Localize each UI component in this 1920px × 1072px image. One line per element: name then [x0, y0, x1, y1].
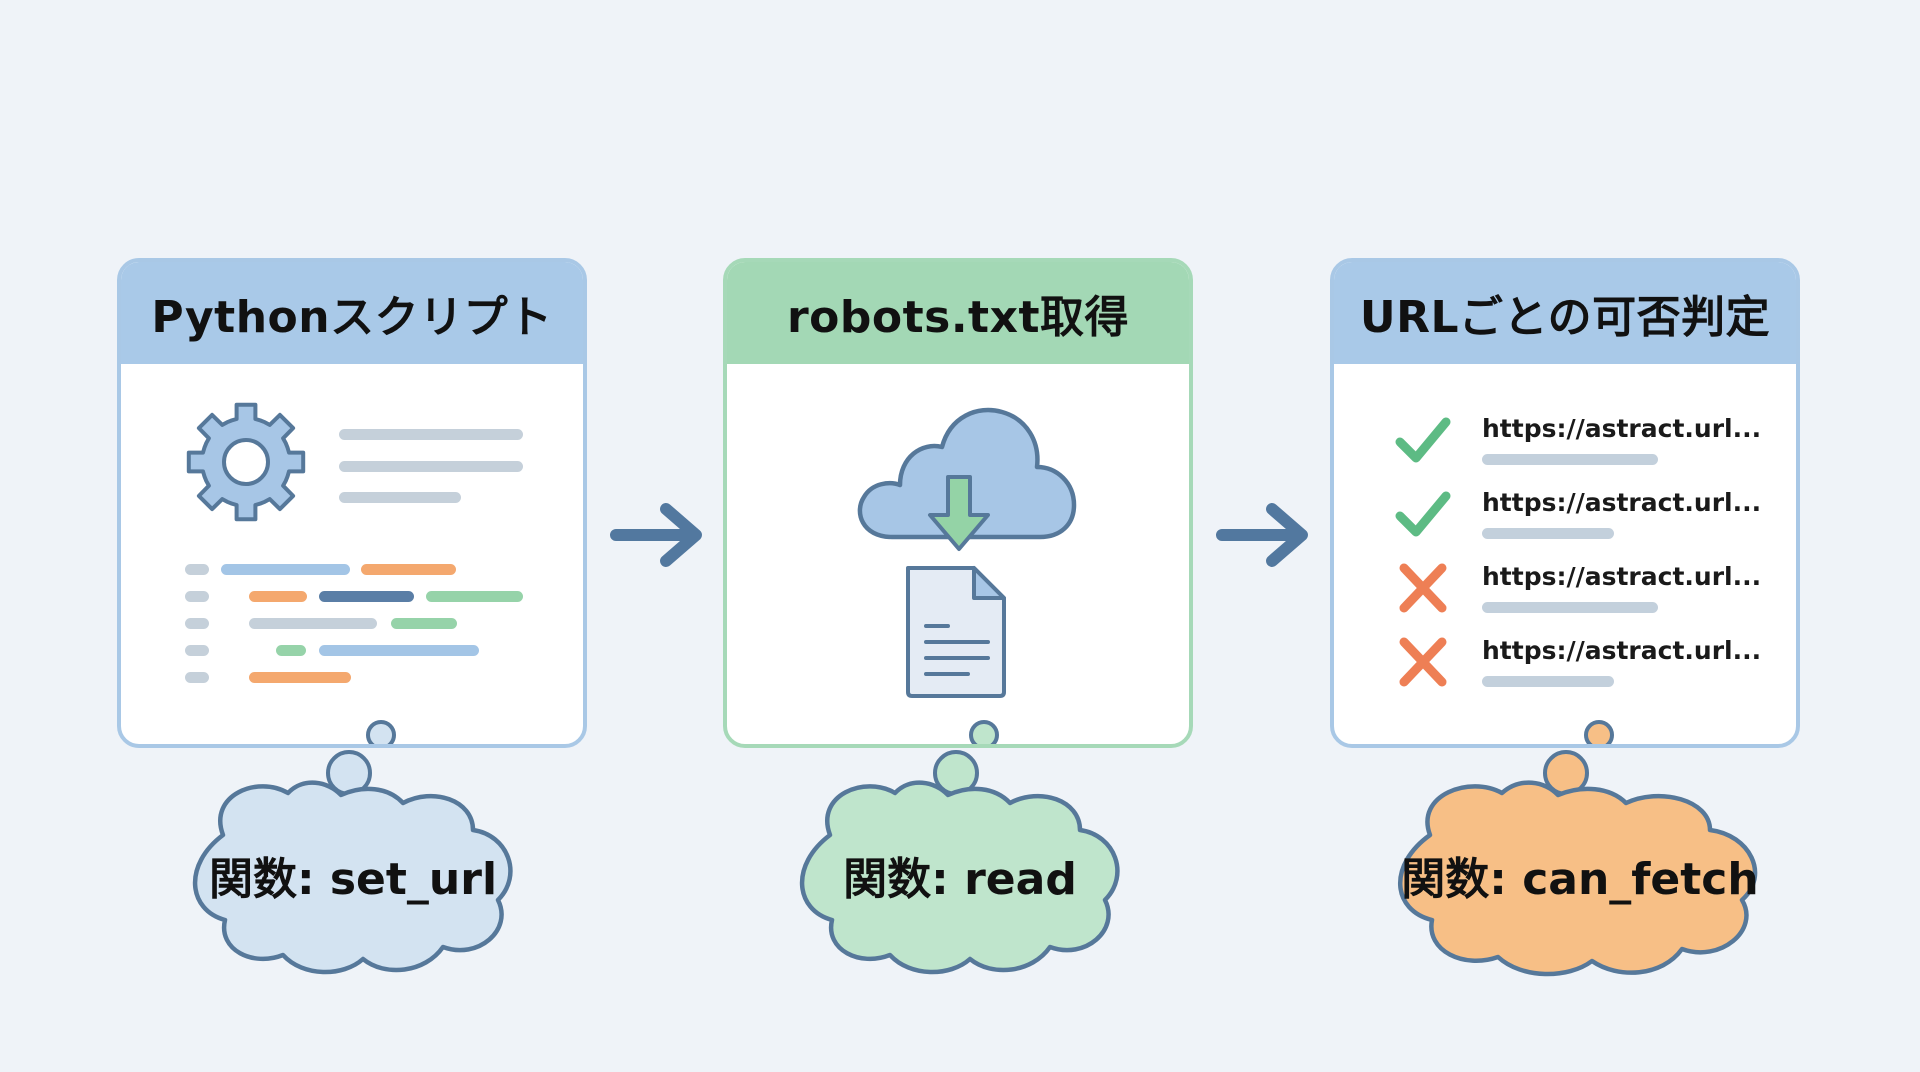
url-list-item: https://astract.url...: [1394, 636, 1774, 696]
text-line-placeholder: [339, 461, 523, 472]
url-text: https://astract.url...: [1482, 636, 1762, 665]
check-icon: [1395, 491, 1451, 537]
check-icon: [1395, 417, 1451, 463]
function-cloud-read: 関数: read: [770, 715, 1150, 985]
function-label: 関数: read: [843, 854, 1077, 905]
function-cloud-set-url: 関数: set_url: [163, 715, 543, 985]
url-list-item: https://astract.url...: [1394, 414, 1774, 474]
thought-bubble-dot: [366, 720, 396, 744]
function-cloud-can-fetch: 関数: can_fetch: [1370, 715, 1790, 985]
url-text: https://astract.url...: [1482, 414, 1762, 443]
url-detail-placeholder: [1482, 602, 1658, 613]
url-detail-placeholder: [1482, 454, 1658, 465]
url-text: https://astract.url...: [1482, 488, 1762, 517]
step-panel-robots-fetch: robots.txt取得: [723, 258, 1193, 748]
cloud-download-icon: [857, 407, 1077, 551]
text-line-placeholder: [339, 429, 523, 440]
cross-icon: [1399, 637, 1447, 687]
step-panel-python-script: Pythonスクリプト: [117, 258, 587, 748]
panel-title: robots.txt取得: [727, 262, 1189, 364]
url-list-item: https://astract.url...: [1394, 488, 1774, 548]
thought-cloud-shape: [192, 750, 513, 975]
step-panel-url-check: URLごとの可否判定 https://astract.url... https:…: [1330, 258, 1800, 748]
url-list-item: https://astract.url...: [1394, 562, 1774, 622]
arrow-right-icon: [1216, 503, 1308, 567]
function-label: 関数: can_fetch: [1401, 854, 1759, 905]
url-text: https://astract.url...: [1482, 562, 1762, 591]
thought-bubble-dot: [1584, 720, 1614, 744]
url-detail-placeholder: [1482, 528, 1614, 539]
cross-icon: [1399, 563, 1447, 613]
document-icon: [906, 566, 1006, 698]
gear-icon: [186, 402, 306, 522]
panel-title: Pythonスクリプト: [121, 262, 583, 364]
url-detail-placeholder: [1482, 676, 1614, 687]
thought-cloud-shape: [799, 750, 1120, 975]
thought-cloud-shape: [1398, 750, 1758, 977]
arrow-right-icon: [610, 503, 702, 567]
function-label: 関数: set_url: [208, 854, 498, 905]
thought-bubble-dot: [969, 720, 999, 744]
panel-title: URLごとの可否判定: [1334, 262, 1796, 364]
text-line-placeholder: [339, 492, 461, 503]
